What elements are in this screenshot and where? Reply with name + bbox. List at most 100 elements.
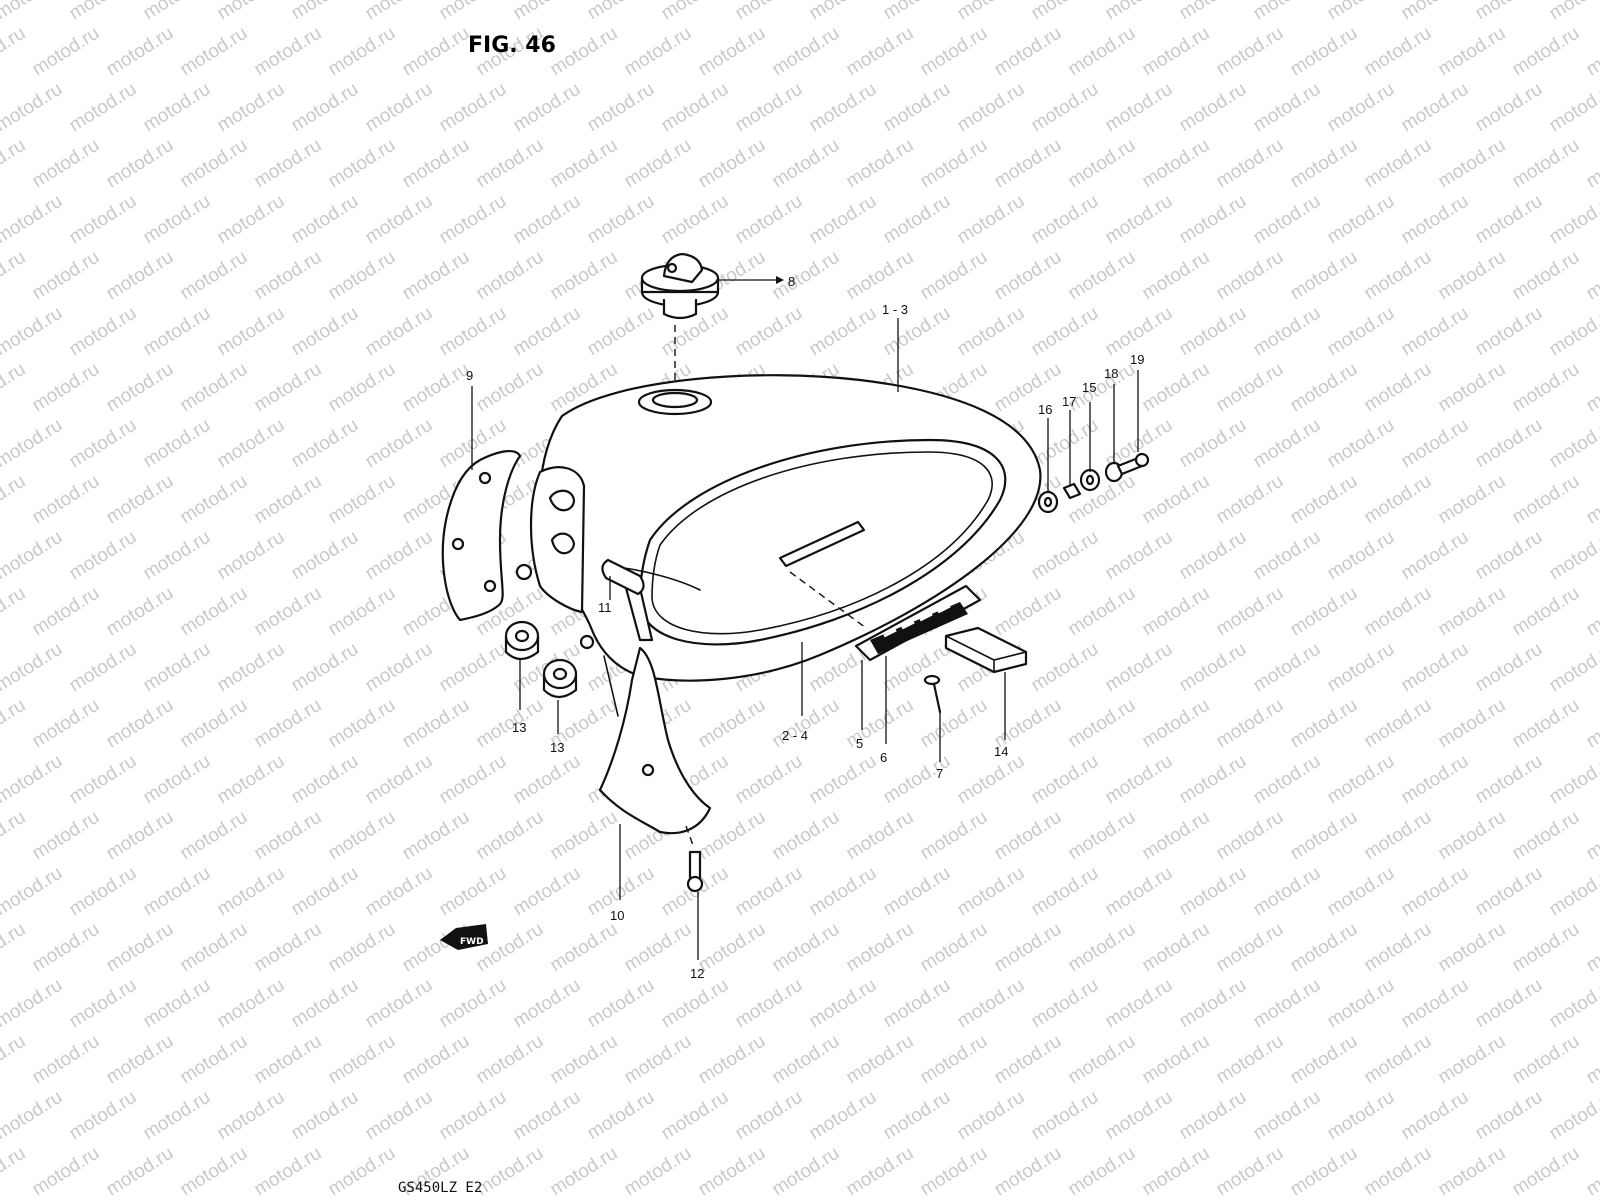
watermark-text: motod.ru: [1546, 527, 1600, 585]
watermark-text: motod.ru: [1213, 807, 1288, 865]
watermark-text: motod.ru: [1028, 975, 1103, 1033]
watermark-text: motod.ru: [473, 247, 548, 305]
watermark-text: motod.ru: [1435, 919, 1510, 977]
watermark-text: motod.ru: [473, 807, 548, 865]
watermark-text: motod.ru: [1139, 919, 1214, 977]
watermark-text: motod.ru: [103, 471, 178, 529]
watermark-text: motod.ru: [214, 1087, 289, 1145]
watermark-text: motod.ru: [362, 751, 437, 809]
watermark-text: motod.ru: [695, 695, 770, 753]
fuel-cap: [640, 252, 720, 320]
watermark-text: motod.ru: [436, 1087, 511, 1145]
watermark-text: motod.ru: [954, 863, 1029, 921]
watermark-text: motod.ru: [1287, 135, 1362, 193]
watermark-text: motod.ru: [1583, 359, 1600, 417]
cover-hole: [641, 763, 655, 777]
watermark-text: motod.ru: [1324, 639, 1399, 697]
watermark-text: motod.ru: [584, 303, 659, 361]
watermark-text: motod.ru: [325, 919, 400, 977]
watermark-text: motod.ru: [1472, 415, 1547, 473]
watermark-text: motod.ru: [1472, 975, 1547, 1033]
watermark-text: motod.ru: [251, 247, 326, 305]
watermark-text: motod.ru: [288, 527, 363, 585]
watermark-text: motod.ru: [769, 1143, 844, 1200]
watermark-text: motod.ru: [1065, 695, 1140, 753]
watermark-text: motod.ru: [843, 807, 918, 865]
watermark-text: motod.ru: [325, 583, 400, 641]
watermark-text: motod.ru: [954, 1087, 1029, 1145]
grommet-11: [601, 558, 645, 596]
watermark-text: motod.ru: [806, 975, 881, 1033]
watermark-text: motod.ru: [1102, 975, 1177, 1033]
watermark-text: motod.ru: [769, 247, 844, 305]
watermark-text: motod.ru: [1435, 135, 1510, 193]
watermark-text: motod.ru: [1398, 1087, 1473, 1145]
watermark-text: motod.ru: [769, 135, 844, 193]
watermark-text: motod.ru: [251, 23, 326, 81]
watermark-text: motod.ru: [325, 135, 400, 193]
watermark-text: motod.ru: [991, 807, 1066, 865]
watermark-text: motod.ru: [1361, 247, 1436, 305]
watermark-text: motod.ru: [1102, 191, 1177, 249]
watermark-text: motod.ru: [399, 807, 474, 865]
watermark-text: motod.ru: [510, 1087, 585, 1145]
watermark-text: motod.ru: [1583, 1143, 1600, 1200]
watermark-text: motod.ru: [66, 639, 141, 697]
callout-12: 12: [690, 966, 704, 981]
watermark-text: motod.ru: [1324, 303, 1399, 361]
watermark-text: motod.ru: [769, 1031, 844, 1089]
watermark-text: motod.ru: [66, 303, 141, 361]
watermark-text: motod.ru: [1472, 79, 1547, 137]
watermark-text: motod.ru: [0, 695, 29, 753]
watermark-text: motod.ru: [732, 79, 807, 137]
watermark-text: motod.ru: [436, 191, 511, 249]
watermark-text: motod.ru: [177, 695, 252, 753]
watermark-text: motod.ru: [140, 975, 215, 1033]
watermark-text: motod.ru: [1546, 191, 1600, 249]
watermark-text: motod.ru: [66, 415, 141, 473]
watermark-text: motod.ru: [1287, 359, 1362, 417]
watermark-text: motod.ru: [954, 0, 1029, 24]
watermark-text: motod.ru: [769, 23, 844, 81]
watermark-text: motod.ru: [806, 191, 881, 249]
watermark-text: motod.ru: [1546, 1087, 1600, 1145]
watermark-text: motod.ru: [695, 135, 770, 193]
watermark-text: motod.ru: [1546, 79, 1600, 137]
watermark-text: motod.ru: [1546, 863, 1600, 921]
callout-16: 16: [1038, 402, 1052, 417]
watermark-text: motod.ru: [66, 863, 141, 921]
watermark-text: motod.ru: [177, 1143, 252, 1200]
watermark-text: motod.ru: [29, 359, 104, 417]
watermark-text: motod.ru: [1028, 1087, 1103, 1145]
watermark-text: motod.ru: [177, 583, 252, 641]
callout-labels: 8 1 - 3 9 16 17 15 18 19 11 13 13 2 - 4 …: [466, 274, 1144, 981]
watermark-text: motod.ru: [991, 583, 1066, 641]
watermark-text: motod.ru: [1213, 359, 1288, 417]
watermark-text: motod.ru: [0, 1143, 29, 1200]
watermark-text: motod.ru: [991, 135, 1066, 193]
watermark-text: motod.ru: [1583, 695, 1600, 753]
watermark-text: motod.ru: [103, 359, 178, 417]
fuel-tank: [515, 374, 1042, 682]
watermark-text: motod.ru: [29, 1031, 104, 1089]
watermark-text: motod.ru: [362, 191, 437, 249]
watermark-text: motod.ru: [917, 919, 992, 977]
watermark-text: motod.ru: [288, 639, 363, 697]
watermark-text: motod.ru: [732, 0, 807, 24]
watermark-text: motod.ru: [214, 79, 289, 137]
watermark-text: motod.ru: [1028, 751, 1103, 809]
rear-bracket-9: [441, 450, 522, 622]
watermark-text: motod.ru: [1250, 527, 1325, 585]
watermark-text: motod.ru: [1324, 527, 1399, 585]
watermark-text: motod.ru: [325, 695, 400, 753]
cushion-13a: [504, 620, 540, 661]
watermark-text: motod.ru: [1509, 695, 1584, 753]
watermark-text: motod.ru: [325, 807, 400, 865]
callout-15: 15: [1082, 380, 1096, 395]
watermark-text: motod.ru: [547, 1143, 622, 1200]
callout-9: 9: [466, 368, 473, 383]
watermark-text: motod.ru: [1398, 415, 1473, 473]
callout-2-4: 2 - 4: [782, 728, 808, 743]
watermark-text: motod.ru: [140, 863, 215, 921]
watermark-text: motod.ru: [917, 807, 992, 865]
